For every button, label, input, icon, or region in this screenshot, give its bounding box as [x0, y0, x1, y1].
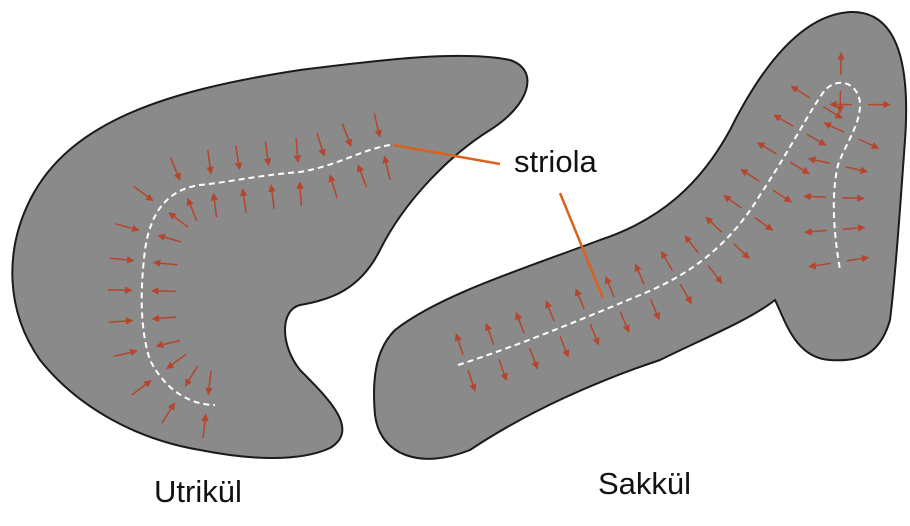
utricle-polarity-arrow [108, 290, 132, 291]
saccule-label: Sakkül [598, 466, 691, 502]
striola-label: striola [514, 144, 597, 180]
saccule-polarity-arrow [804, 196, 826, 197]
saccule-polarity-arrow [841, 53, 842, 75]
utricle-label: Utrikül [154, 474, 242, 510]
saccule-polarity-arrow [842, 198, 864, 199]
utricle-polarity-arrow [152, 291, 176, 292]
